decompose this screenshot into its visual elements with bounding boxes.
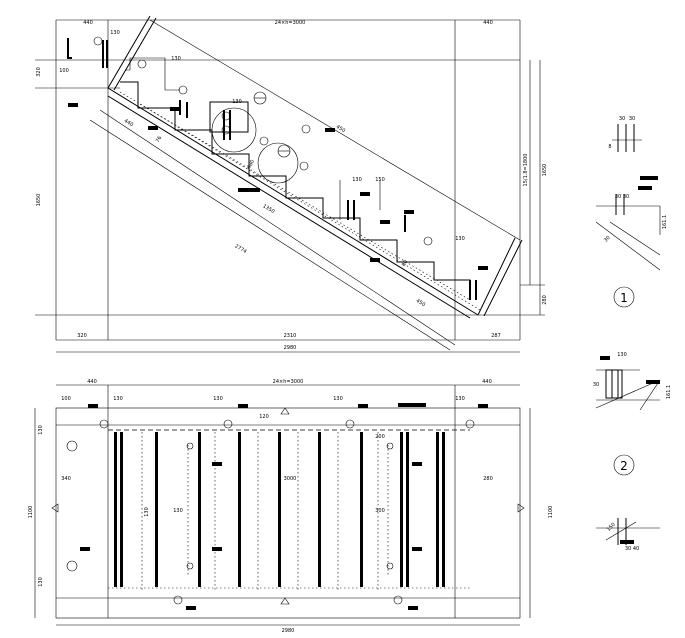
detail2-circle (613, 454, 635, 476)
plan-bar-3: 130 (213, 396, 223, 402)
slab-label-1: 2774 (234, 243, 248, 255)
detail1-dim-3: 8 (608, 144, 611, 150)
plan-center-dim: 3000 (284, 476, 297, 482)
small-dim-2: 80 (401, 259, 409, 268)
plan-bottom-dim: 2980 (282, 628, 295, 634)
slab-label-3: 440 (123, 118, 134, 128)
slab-label-5: 450 (335, 124, 346, 134)
detail3-dim-2: 30 (625, 546, 631, 552)
detail2-dim-1: 130 (617, 352, 627, 358)
plan-side-left-4: 130 (38, 577, 44, 587)
slab-label-4: 450 (415, 298, 426, 308)
detail1-dim-1: 30 (619, 116, 625, 122)
plan-side-left-1: 130 (38, 425, 44, 435)
step-dim-3: 130 (232, 99, 242, 105)
detail1-label: 1 (620, 291, 628, 305)
section-right-dim-3: 280 (542, 295, 548, 305)
section-overall-dim: 2980 (284, 345, 297, 351)
section-left-dim-1: 320 (36, 67, 42, 77)
plan-bar-5: 130 (455, 396, 465, 402)
plan-side-left-3: 1100 (28, 506, 34, 519)
section-bottom-dim-1: 320 (77, 333, 87, 339)
detail1-dim-7: 161.1 (662, 215, 668, 229)
stair-section: 440 24×h=3000 440 320 100 1650 15/1.8=18… (35, 15, 548, 353)
plan-bar-1: 100 (61, 396, 71, 402)
detail-2: 130 30 161.1 2 (593, 352, 672, 476)
stair-plan: 440 24×h=3000 440 100 130 130 130 130 13… (28, 379, 554, 634)
detail1-dim-4: 30 (615, 194, 621, 200)
slab-label-6: 480 (246, 159, 256, 170)
detail2-label: 2 (620, 459, 628, 473)
plan-top-dim-1: 440 (87, 379, 97, 385)
plan-col-label-2: 200 (375, 434, 385, 440)
section-top-dim-1: 440 (83, 20, 93, 26)
plan-bar-2: 130 (113, 396, 123, 402)
section-left-dim-3: 1650 (36, 194, 42, 207)
small-dim-1: 76 (155, 135, 163, 144)
plan-bar-6: 130 (173, 508, 183, 514)
rebar-bars (114, 432, 445, 592)
section-left-dim-2: 100 (59, 68, 69, 74)
detail-1: 30 30 8 30 30 30 161.1 1 (595, 116, 668, 308)
section-top-dim-2: 24×h=3000 (275, 20, 306, 26)
detail2-dim-6: 161.1 (666, 385, 672, 399)
step-dim-2: 130 (171, 56, 181, 62)
detail-3: 150 30 40 (596, 518, 660, 552)
slab-label-2: 1350 (262, 203, 276, 215)
section-bottom-dim-3: 287 (491, 333, 501, 339)
section-top-dim-3: 440 (483, 20, 493, 26)
plan-center-dim-2: 130 (144, 507, 150, 517)
detail1-circle (613, 286, 635, 308)
detail1-dim-2: 30 (629, 116, 635, 122)
step-dim-4: 130 (352, 177, 362, 183)
plan-col-label-3: 120 (259, 414, 269, 420)
plan-side-left-2: 340 (61, 476, 71, 482)
detail3-dim-3: 40 (633, 546, 639, 552)
step-dim-6: 150 (375, 177, 385, 183)
plan-side-right-2: 280 (483, 476, 493, 482)
plan-bar-4: 130 (333, 396, 343, 402)
detail1-dim-6: 30 (603, 235, 612, 244)
section-right-dim-2: 1650 (542, 164, 548, 177)
plan-col-label-1: 300 (375, 508, 385, 514)
plan-top-dim-3: 440 (482, 379, 492, 385)
plan-top-dim-2: 24×h=3000 (273, 379, 304, 385)
step-dim-5: 130 (455, 236, 465, 242)
plan-side-right-1: 1100 (548, 506, 554, 519)
section-right-dim-1: 15/1.8=1800 (523, 154, 529, 187)
section-bottom-dim-2: 2310 (284, 333, 297, 339)
detail1-dim-5: 30 (623, 194, 629, 200)
detail3-dim-1: 150 (606, 522, 617, 533)
detail2-dim-2: 30 (593, 382, 599, 388)
step-dim-1: 130 (110, 30, 120, 36)
